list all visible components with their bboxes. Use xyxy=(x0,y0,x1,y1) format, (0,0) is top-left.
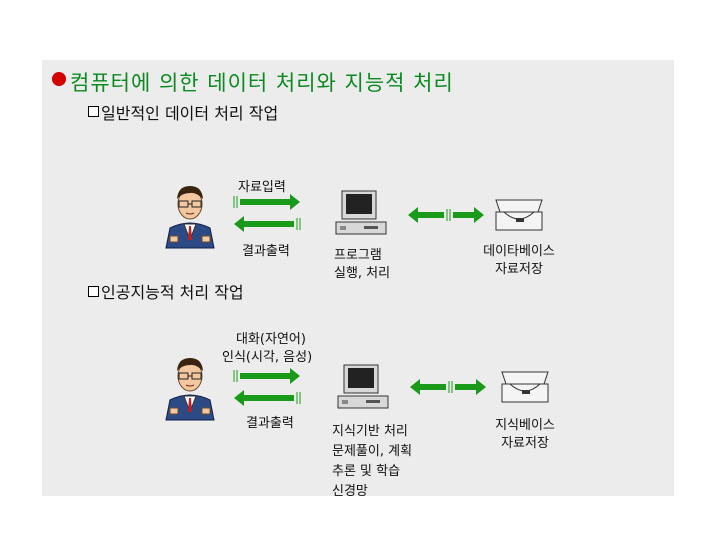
bidirectional-arrow-2 xyxy=(410,379,486,395)
kb-process-line-1: 지식기반 처리 xyxy=(332,424,408,439)
data-flow-arrows xyxy=(233,194,301,232)
knowledge-base-drive-icon xyxy=(501,371,549,403)
section1-output-label: 결과출력 xyxy=(242,244,290,259)
section1-bullet-icon xyxy=(88,106,99,117)
section2-output-label: 결과출력 xyxy=(246,416,294,431)
section2-input-label-2: 인식(시각, 음성) xyxy=(222,350,313,365)
database-label: 데이타베이스 xyxy=(483,244,555,259)
kb-process-line-2: 문제풀이, 계획 xyxy=(332,444,413,459)
database-drive-icon xyxy=(495,199,543,231)
program-label-2: 실행, 처리 xyxy=(334,266,391,281)
slide-background xyxy=(42,60,674,496)
section2-bullet-icon xyxy=(88,286,99,297)
section1-input-label: 자료입력 xyxy=(238,180,286,195)
slide-title: 컴퓨터에 의한 데이터 처리와 지능적 처리 xyxy=(70,71,454,95)
program-label: 프로그램 xyxy=(334,248,382,263)
database-label-2: 자료저장 xyxy=(495,262,543,277)
ai-flow-arrows xyxy=(233,368,301,406)
section1-heading: 일반적인 데이터 처리 작업 xyxy=(101,104,279,123)
computer-icon-2 xyxy=(337,364,389,409)
kb-process-line-4: 신경망 xyxy=(332,484,368,499)
knowledge-base-label-2: 자료저장 xyxy=(501,436,549,451)
knowledge-base-label: 지식베이스 xyxy=(495,418,555,433)
bidirectional-arrow xyxy=(408,207,484,223)
title-bullet-icon xyxy=(52,72,66,86)
section2-heading: 인공지능적 처리 작업 xyxy=(101,283,244,302)
section2-input-label: 대화(자연어) xyxy=(236,332,306,347)
computer-icon xyxy=(335,190,387,235)
kb-process-line-3: 추론 및 학습 xyxy=(332,464,401,479)
user-person-icon xyxy=(165,186,215,249)
user-person-icon-2 xyxy=(165,358,215,421)
